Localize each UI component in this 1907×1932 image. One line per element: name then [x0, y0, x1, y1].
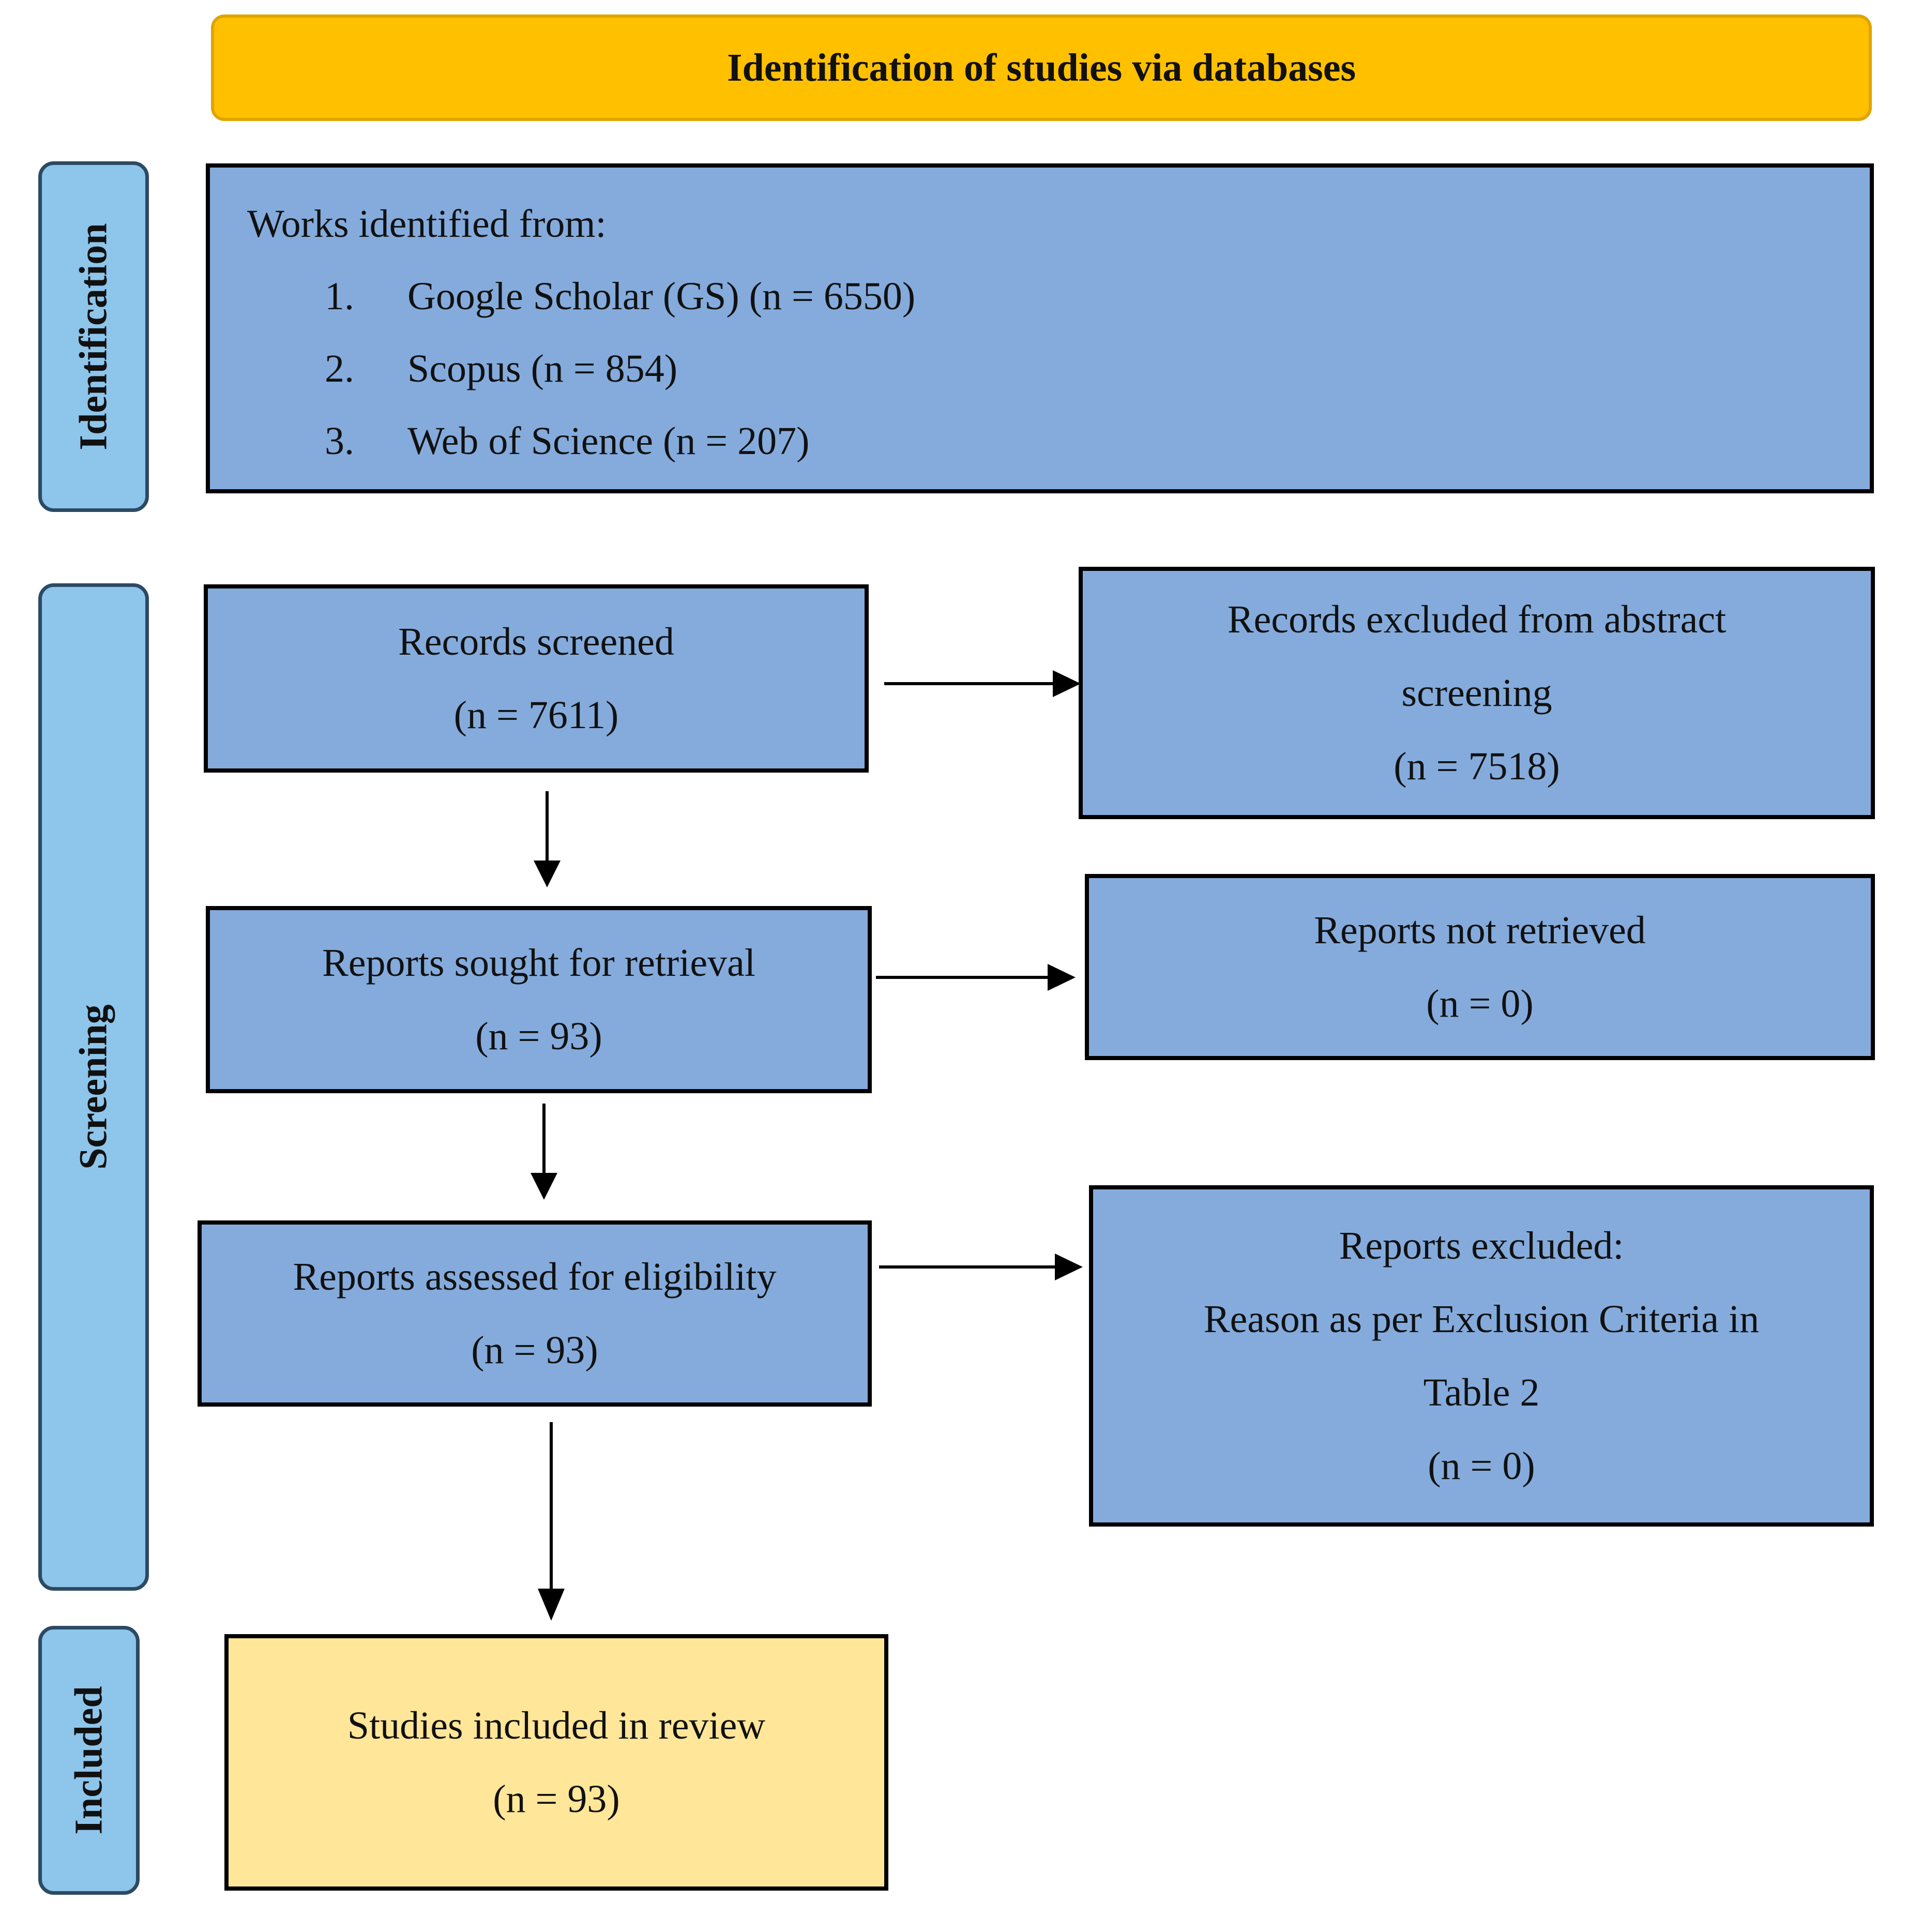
records-screened-count: (n = 7611) [453, 693, 619, 737]
arrowhead-down [534, 861, 561, 887]
studies-included-count: (n = 93) [493, 1777, 620, 1821]
reports-not-retrieved-label: Reports not retrieved [1314, 909, 1646, 952]
source-text: Scopus (n = 854) [407, 347, 678, 390]
source-number: 1. [325, 275, 354, 318]
stage-screening: Screening [38, 583, 149, 1591]
arrowhead-down [538, 1589, 565, 1621]
records-screened-label: Records screened [398, 620, 674, 663]
arrowhead-right [1053, 670, 1081, 697]
source-text: Web of Science (n = 207) [407, 419, 810, 463]
reports-excluded-line2: Reason as per Exclusion Criteria in [1203, 1297, 1760, 1341]
source-text: Google Scholar (GS) (n = 6550) [407, 275, 916, 318]
header-identification-of-studies: Identification of studies via databases [211, 14, 1872, 121]
header-title: Identification of studies via databases [727, 46, 1356, 89]
reports-excluded-line3: Table 2 [1423, 1371, 1540, 1414]
reports-not-retrieved-box: Reports not retrieved (n = 0) [1085, 874, 1875, 1060]
arrowhead-right [1048, 964, 1076, 991]
arrowhead-right [1055, 1254, 1083, 1280]
reports-excluded-line1: Reports excluded: [1339, 1224, 1624, 1267]
reports-sought-count: (n = 93) [475, 1015, 602, 1058]
reports-assessed-count: (n = 93) [471, 1329, 598, 1372]
records-excluded-line2: screening [1401, 671, 1552, 715]
arrowhead-down [531, 1173, 557, 1200]
works-identified-box: Works identified from: 1. Google Scholar… [206, 163, 1874, 493]
records-excluded-count: (n = 7518) [1394, 745, 1560, 788]
source-number: 2. [325, 347, 354, 390]
stage-included: Included [38, 1626, 140, 1895]
source-number: 3. [325, 419, 354, 463]
reports-excluded-count: (n = 0) [1428, 1444, 1535, 1488]
reports-assessed-label: Reports assessed for eligibility [293, 1255, 777, 1299]
reports-sought-box: Reports sought for retrieval (n = 93) [206, 906, 872, 1093]
stage-identification: Identification [38, 161, 149, 512]
reports-not-retrieved-count: (n = 0) [1426, 982, 1534, 1025]
records-excluded-line1: Records excluded from abstract [1227, 598, 1727, 641]
reports-assessed-box: Reports assessed for eligibility (n = 93… [198, 1220, 872, 1407]
reports-sought-label: Reports sought for retrieval [322, 941, 755, 985]
records-excluded-box: Records excluded from abstract screening… [1079, 567, 1875, 819]
studies-included-box: Studies included in review (n = 93) [224, 1634, 888, 1891]
studies-included-label: Studies included in review [347, 1704, 766, 1747]
works-identified-title: Works identified from: [247, 202, 607, 246]
reports-excluded-box: Reports excluded: Reason as per Exclusio… [1089, 1185, 1874, 1527]
records-screened-box: Records screened (n = 7611) [204, 584, 869, 773]
